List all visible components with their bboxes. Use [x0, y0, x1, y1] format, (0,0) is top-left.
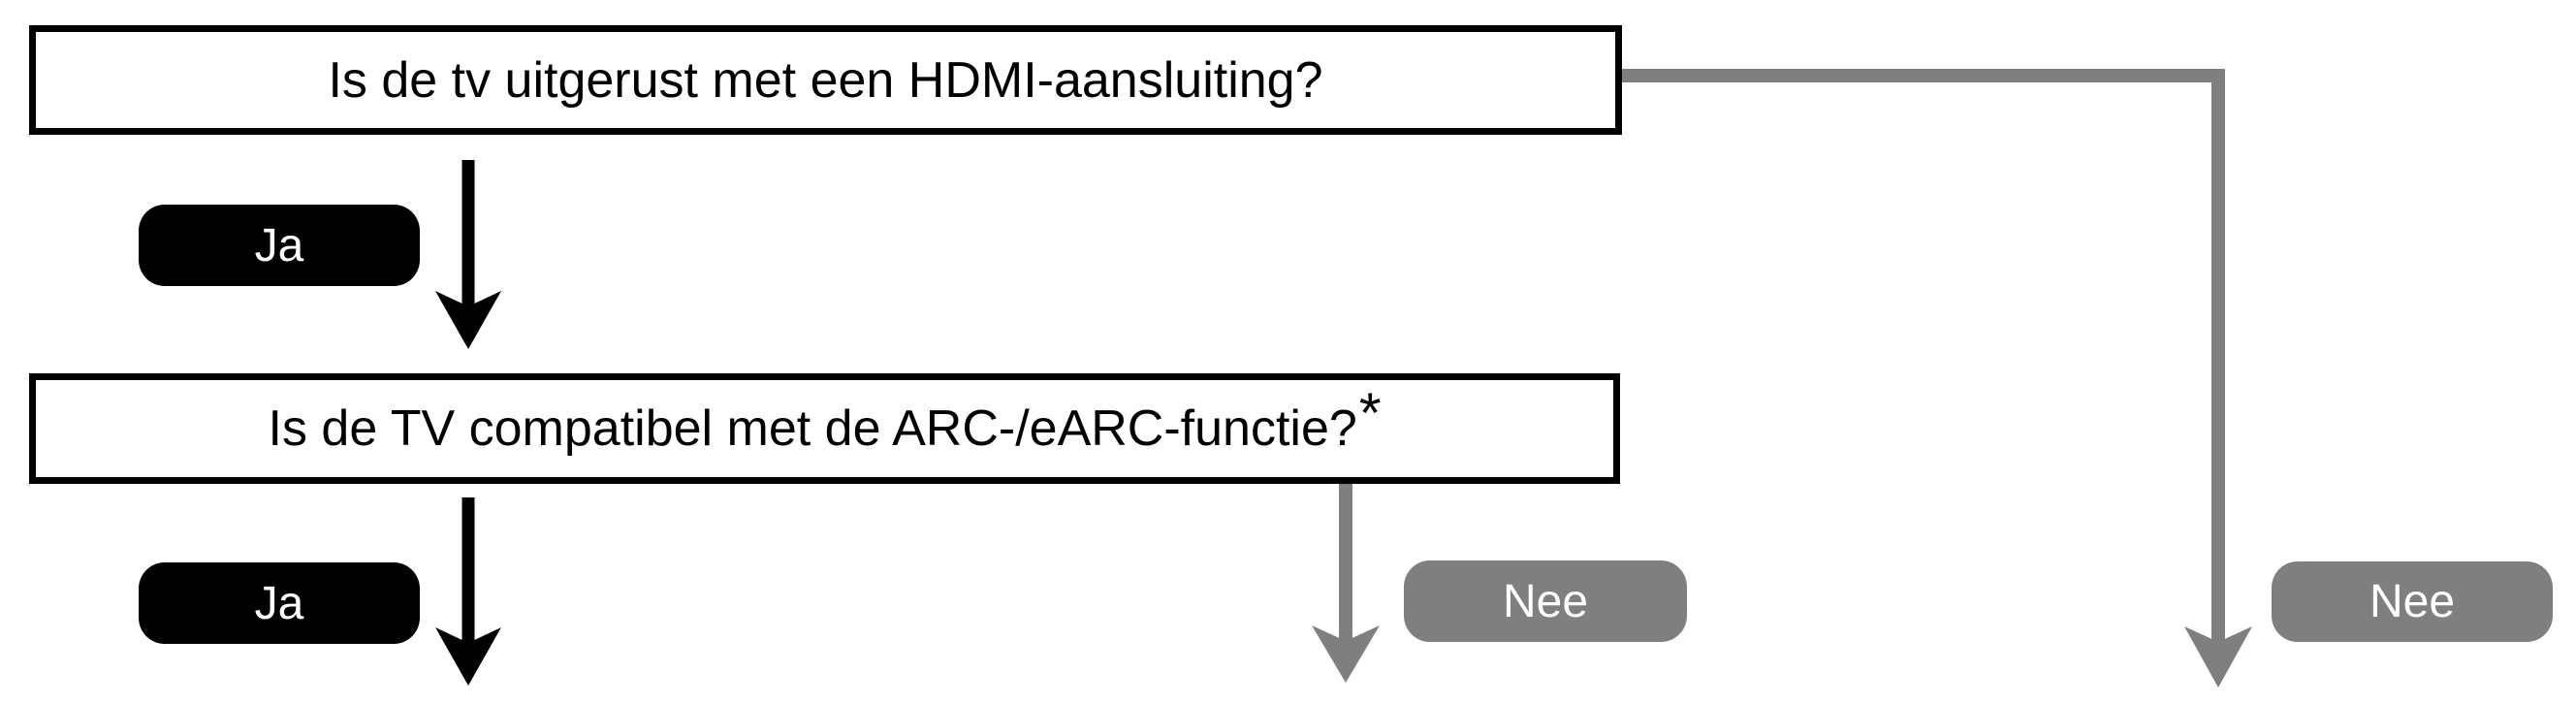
question-node-hdmi: Is de tv uitgerust met een HDMI-aansluit…	[29, 25, 1622, 135]
no-badge-1: Nee	[1404, 560, 1687, 642]
no-badge-2: Nee	[2272, 561, 2553, 642]
no-connector-2-icon	[1312, 484, 1380, 683]
yes-badge-2: Ja	[139, 562, 420, 644]
yes-arrow-1-icon	[435, 160, 501, 349]
no-badge-2-label: Nee	[2369, 576, 2456, 627]
yes-badge-1: Ja	[139, 205, 420, 286]
yes-arrow-2-icon	[435, 497, 501, 686]
question-node-arc-label: Is de TV compatibel met de ARC-/eARC-fun…	[268, 400, 1357, 457]
no-connector-1-icon	[1622, 69, 2252, 688]
question-node-hdmi-label: Is de tv uitgerust met een HDMI-aansluit…	[328, 51, 1323, 109]
yes-badge-1-label: Ja	[254, 219, 304, 272]
question-node-arc: Is de TV compatibel met de ARC-/eARC-fun…	[29, 373, 1620, 484]
yes-badge-2-label: Ja	[254, 577, 304, 629]
no-badge-1-label: Nee	[1502, 575, 1589, 627]
